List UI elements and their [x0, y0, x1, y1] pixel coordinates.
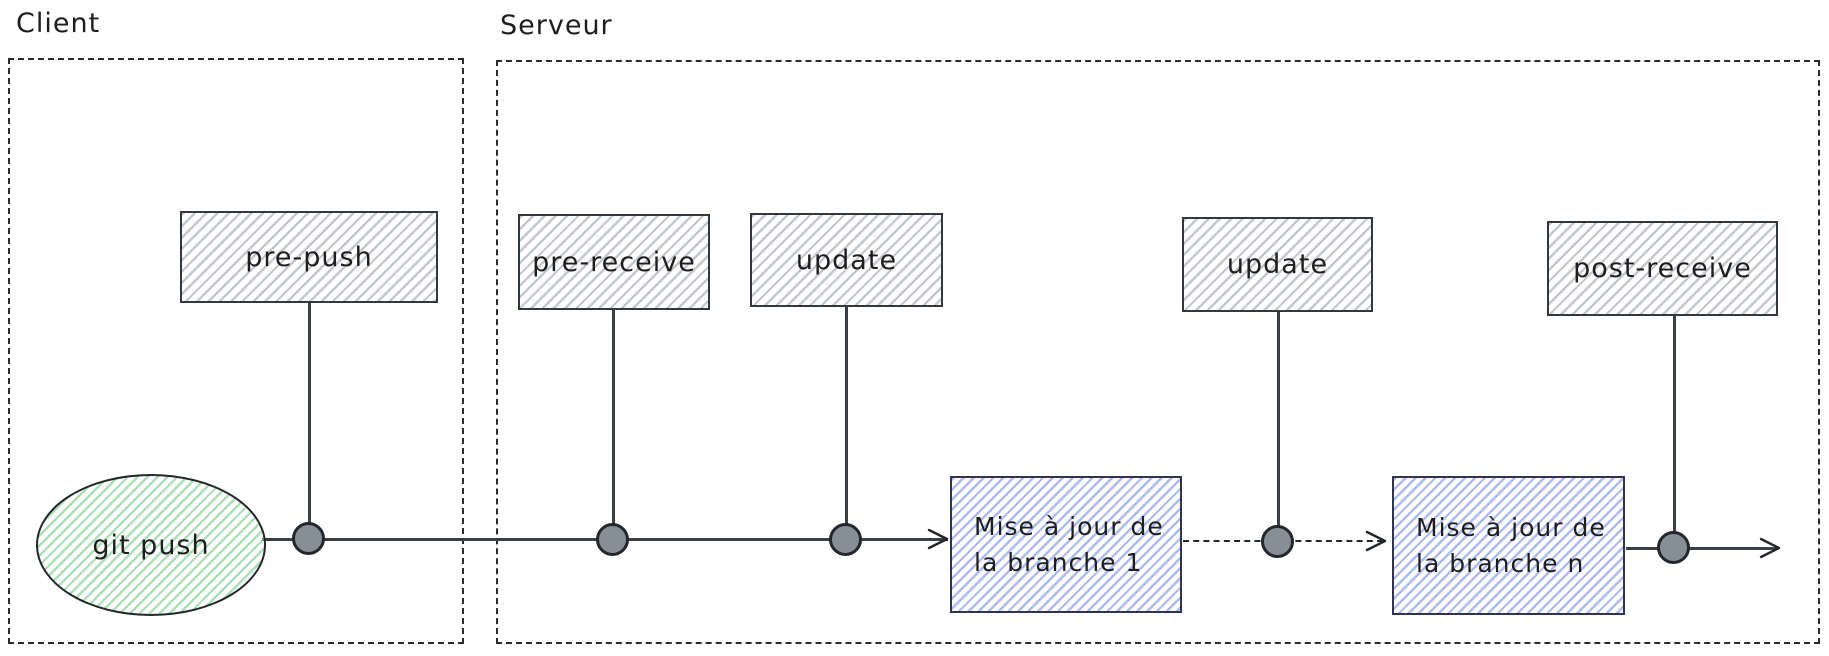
- node-post-receive: post-receive: [1547, 221, 1778, 316]
- node-post-receive-label: post-receive: [1573, 253, 1752, 284]
- node-branch-update-n: Mise à jour de la branche n: [1392, 476, 1625, 615]
- node-pre-receive: pre-receive: [518, 214, 710, 310]
- client-group-box: [8, 58, 464, 644]
- node-update-2-label: update: [1226, 249, 1329, 280]
- branch-update-1-line2: la branche 1: [974, 547, 1143, 577]
- node-update-1: update: [750, 213, 943, 307]
- serveur-group-box: [496, 60, 1820, 644]
- node-pre-push-label: pre-push: [245, 241, 373, 273]
- junction-dot-pre-receive: [596, 523, 629, 556]
- node-pre-push: pre-push: [180, 211, 438, 303]
- connector-pre-push: [308, 303, 311, 539]
- connector-update-2: [1277, 312, 1280, 542]
- junction-dot-update-1: [829, 523, 862, 556]
- connector-update-1: [845, 307, 848, 540]
- arrowhead-flow-end-icon: [1759, 537, 1781, 559]
- connector-post-receive: [1673, 316, 1676, 548]
- node-branch-update-1: Mise à jour de la branche 1: [950, 476, 1182, 613]
- node-git-push: git push: [36, 474, 266, 616]
- node-update-2: update: [1182, 217, 1373, 312]
- connector-pre-receive: [612, 310, 615, 540]
- junction-dot-pre-push: [292, 522, 325, 555]
- branch-update-n-line1: Mise à jour de: [1416, 512, 1606, 542]
- branch-update-n-line2: la branche n: [1416, 548, 1585, 578]
- client-group-label: Client: [16, 8, 101, 39]
- connector-end-line: [1626, 547, 1778, 550]
- junction-dot-update-2: [1261, 525, 1294, 558]
- branch-update-1-line1: Mise à jour de: [974, 511, 1164, 541]
- node-git-push-label: git push: [92, 529, 210, 561]
- arrowhead-into-branch-1-icon: [927, 528, 949, 550]
- node-pre-receive-label: pre-receive: [532, 246, 696, 278]
- junction-dot-post-receive: [1657, 531, 1690, 564]
- arrowhead-into-branch-n-icon: [1365, 530, 1387, 552]
- node-update-1-label: update: [795, 244, 898, 276]
- serveur-group-label: Serveur: [500, 10, 613, 41]
